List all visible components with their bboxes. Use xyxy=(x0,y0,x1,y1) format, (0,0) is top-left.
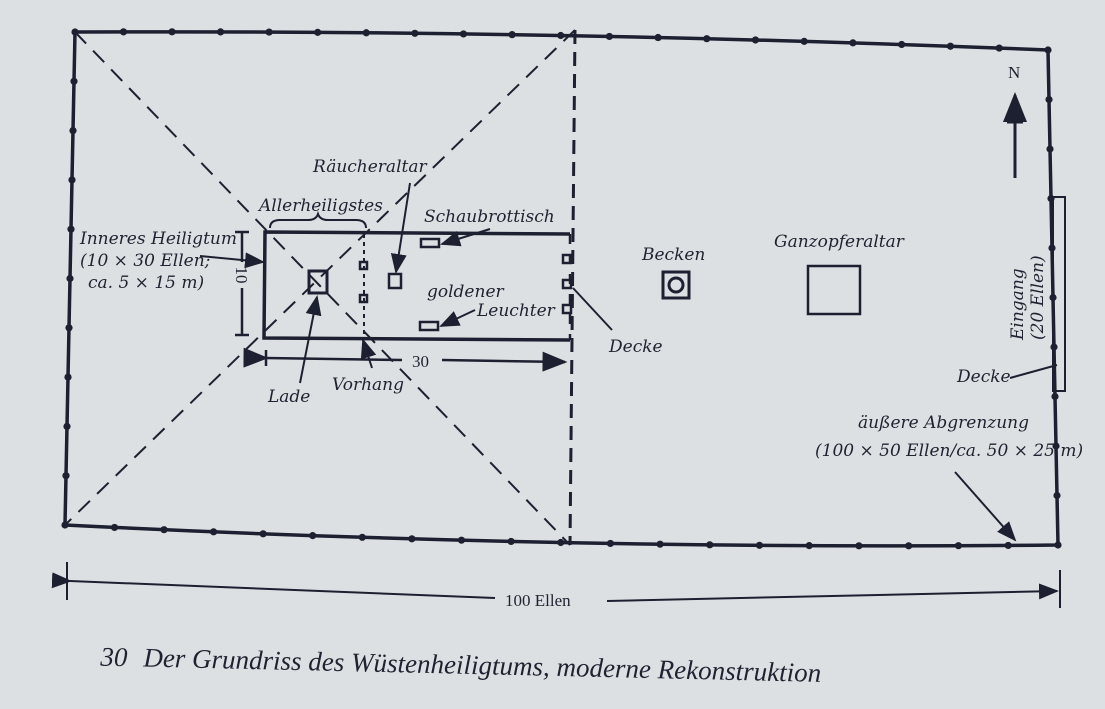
boundary-post xyxy=(751,36,760,44)
boundary-post xyxy=(168,28,176,36)
ark xyxy=(307,269,329,295)
label-allerheiligstes: Allerheiligstes xyxy=(257,196,383,216)
diagonal-1 xyxy=(74,31,571,546)
dim-100: 100 Ellen xyxy=(51,562,1061,610)
boundary-post xyxy=(362,29,370,37)
boundary-post xyxy=(209,528,218,536)
boundary-post xyxy=(68,176,76,184)
caption-number: 30 xyxy=(99,642,128,673)
label-aeussere-dim: (100 × 50 Ellen/ca. 50 × 25 m) xyxy=(815,441,1083,461)
label-inneres-dim: (10 × 30 Ellen; xyxy=(80,251,210,271)
boundary-post xyxy=(898,40,906,49)
boundary-post xyxy=(800,37,808,45)
boundary-post xyxy=(654,33,662,42)
boundary-post xyxy=(706,541,714,549)
dim-30: 30 xyxy=(243,347,568,372)
showbread-table xyxy=(419,237,441,249)
boundary-post xyxy=(1046,145,1054,153)
boundary-post xyxy=(408,535,416,543)
boundary-post xyxy=(70,77,78,85)
boundary-post xyxy=(954,542,963,550)
boundary-post xyxy=(855,542,863,550)
label-goldener: goldener xyxy=(427,282,505,302)
label-aeussere-abgrenzung: äußere Abgrenzung xyxy=(858,413,1029,433)
boundary-post xyxy=(508,31,516,39)
boundary-post xyxy=(755,541,764,549)
entrance-screen xyxy=(1052,196,1066,392)
boundary-post xyxy=(1053,491,1061,500)
boundary-post xyxy=(507,537,515,546)
incense-altar xyxy=(387,272,403,290)
boundary-post xyxy=(66,274,74,283)
boundary-post xyxy=(995,44,1003,52)
lampstand xyxy=(418,320,440,332)
svg-text:30: 30 xyxy=(412,352,429,371)
boundary-post xyxy=(606,539,615,548)
label-vorhang: Vorhang xyxy=(332,375,404,395)
burnt-offering-altar xyxy=(806,264,862,316)
boundary-post xyxy=(67,225,75,233)
basin xyxy=(661,270,691,300)
boundary-post xyxy=(65,324,73,332)
boundary-post xyxy=(703,35,711,43)
boundary-post xyxy=(457,536,466,544)
inner-sanctuary xyxy=(262,230,571,342)
caption-text: Der Grundriss des Wüstenheiligtums, mode… xyxy=(142,643,821,688)
boundary-post xyxy=(1051,392,1059,401)
label-lade: Lade xyxy=(267,387,310,407)
boundary-post xyxy=(849,39,857,47)
boundary-post xyxy=(946,42,955,50)
boundary-post xyxy=(216,28,225,36)
boundary-post xyxy=(358,533,366,541)
label-leuchter: Leuchter xyxy=(476,301,556,321)
boundary-post xyxy=(459,30,468,38)
outer-boundary xyxy=(63,30,1060,548)
court-divider xyxy=(568,29,577,546)
boundary-post xyxy=(64,373,72,381)
boundary-post xyxy=(69,127,77,135)
boundary-post xyxy=(314,28,322,36)
boundary-post xyxy=(557,31,565,40)
boundary-post xyxy=(309,532,317,540)
label-eingang: Eingang xyxy=(1008,268,1028,341)
boundary-post xyxy=(656,540,664,548)
boundary-posts xyxy=(61,28,1062,550)
boundary-post xyxy=(805,542,813,550)
label-inneres-heiligtum: Inneres Heiligtum xyxy=(79,229,237,249)
label-decke-outer: Decke xyxy=(956,367,1011,387)
boundary-post xyxy=(411,29,419,37)
boundary-post xyxy=(63,422,71,430)
boundary-post xyxy=(1045,95,1053,104)
boundary-post xyxy=(1004,541,1012,550)
boundary-post xyxy=(110,523,119,532)
boundary-post xyxy=(265,28,273,36)
figure-caption: 30 Der Grundriss des Wüstenheiligtums, m… xyxy=(99,642,821,688)
label-schaubrottisch: Schaubrottisch xyxy=(424,207,555,227)
curtain-posts xyxy=(358,260,369,304)
north-arrow: N xyxy=(1003,63,1027,178)
boundary-post xyxy=(62,472,70,480)
label-decke-inner: Decke xyxy=(608,337,663,357)
svg-text:100 Ellen: 100 Ellen xyxy=(505,591,571,610)
north-label: N xyxy=(1008,63,1020,82)
label-raeucheraltar: Räucheraltar xyxy=(312,157,427,177)
svg-text:10: 10 xyxy=(232,267,251,284)
boundary-post xyxy=(1052,442,1060,450)
boundary-post xyxy=(1044,46,1052,54)
boundary-post xyxy=(905,542,913,550)
boundary-post xyxy=(119,28,128,36)
boundary-post xyxy=(259,530,267,538)
boundary-post xyxy=(557,538,565,547)
leader-lines xyxy=(199,182,1058,542)
label-eingang-dim: (20 Ellen) xyxy=(1028,255,1048,340)
label-inneres-m: ca. 5 × 15 m) xyxy=(88,273,204,293)
entrance-posts xyxy=(561,253,573,315)
boundary-post xyxy=(160,526,168,534)
dim-10: 10 xyxy=(232,230,251,337)
label-ganzopferaltar: Ganzopferaltar xyxy=(774,232,905,252)
diagonal-2 xyxy=(64,29,576,526)
boundary-post xyxy=(1054,541,1062,549)
boundary-post xyxy=(605,32,614,41)
label-becken: Becken xyxy=(641,245,705,265)
